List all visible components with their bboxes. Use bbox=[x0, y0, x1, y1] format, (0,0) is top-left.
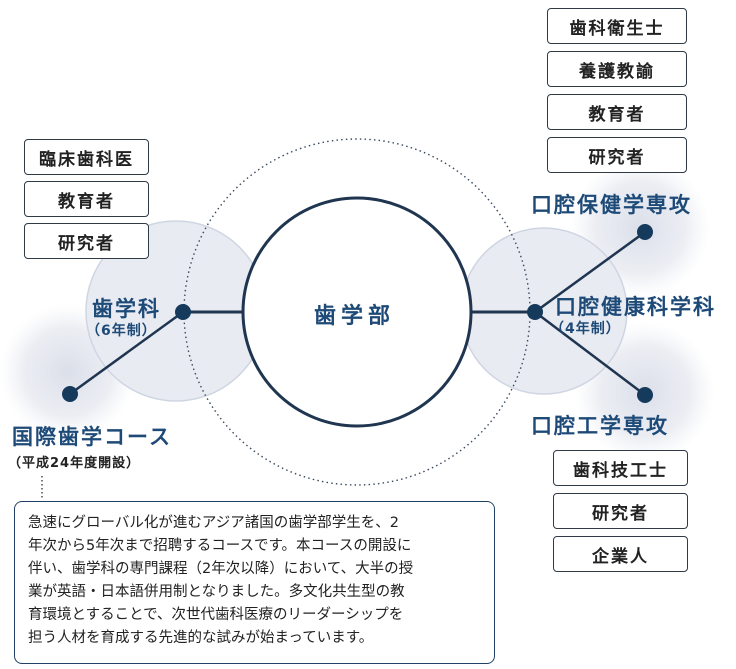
career-box: 養護教諭 bbox=[547, 51, 687, 87]
career-box: 歯科衛生士 bbox=[547, 8, 687, 44]
oral-health-years-label: （4年制） bbox=[550, 321, 621, 337]
career-box: 企業人 bbox=[553, 536, 688, 572]
career-box: 研究者 bbox=[553, 493, 688, 529]
oral-engineering-major-label: 口腔工学専攻 bbox=[531, 414, 669, 438]
career-box: 教育者 bbox=[24, 181, 149, 217]
description-line: 業が英語・日本語併用制となりました。多文化共生型の教 bbox=[28, 584, 405, 600]
intl-course-note: （平成24年度開設） bbox=[8, 456, 141, 471]
career-box: 歯科技工士 bbox=[553, 450, 688, 486]
faculty-label: 歯学部 bbox=[314, 304, 396, 329]
intl-course-label: 国際歯学コース bbox=[12, 425, 172, 449]
career-box: 研究者 bbox=[547, 137, 687, 173]
description-line: 担う人材を育成する先進的な試みが始まっています。 bbox=[28, 630, 374, 646]
connector-line bbox=[534, 311, 646, 396]
node-dot bbox=[175, 304, 191, 320]
description-line: 年次から5年次まで招聘するコースです。本コースの開設に bbox=[28, 538, 412, 554]
faculty-circle bbox=[241, 196, 473, 428]
career-box: 教育者 bbox=[547, 94, 687, 130]
career-box: 研究者 bbox=[24, 223, 149, 259]
description-line: 急速にグローバル化が進むアジア諸国の歯学部学生を、2 bbox=[28, 515, 399, 531]
dentistry-dept-label: 歯学科 bbox=[92, 297, 161, 321]
node-dot bbox=[637, 224, 653, 240]
oral-health-major-label: 口腔保健学専攻 bbox=[531, 193, 692, 217]
node-dot bbox=[637, 387, 653, 403]
oral-health-dept-label: 口腔健康科学科 bbox=[555, 295, 716, 319]
description-line: 育環境とすることで、次世代歯科医療のリーダーシップを bbox=[28, 607, 404, 623]
connector-line bbox=[534, 230, 646, 314]
career-box: 臨床歯科医 bbox=[24, 139, 149, 175]
description-line: 伴い、歯学科の専門課程（2年次以降）において、大半の授 bbox=[28, 561, 414, 577]
node-dot bbox=[62, 386, 78, 402]
node-dot bbox=[527, 304, 543, 320]
connector-line bbox=[69, 310, 184, 396]
dentistry-years-label: （6年制） bbox=[86, 323, 157, 339]
intl-course-description: 急速にグローバル化が進むアジア諸国の歯学部学生を、2 年次から5年次まで招聘する… bbox=[14, 501, 495, 664]
